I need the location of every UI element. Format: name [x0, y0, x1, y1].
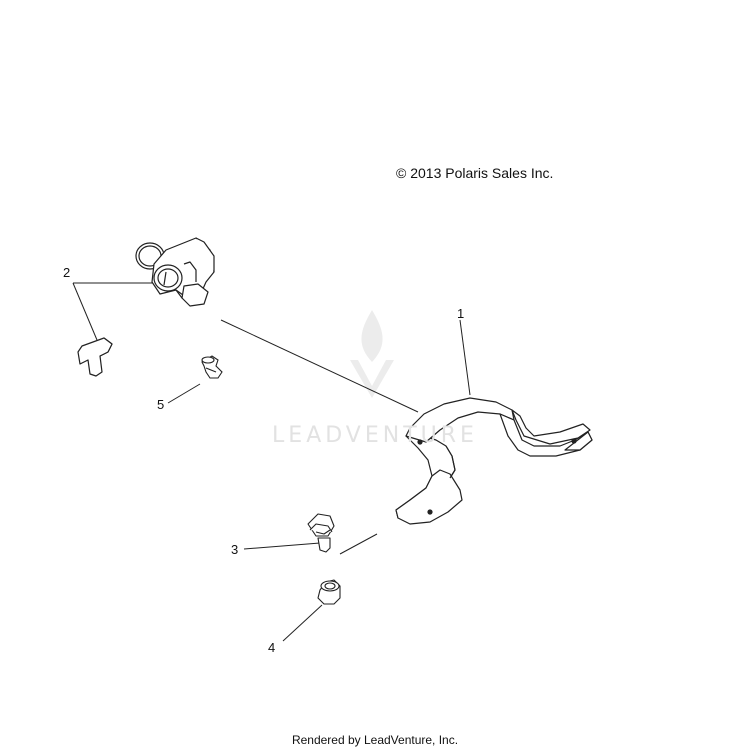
bolt-part-5 — [201, 355, 223, 379]
copyright-notice: © 2013 Polaris Sales Inc. — [396, 165, 554, 181]
callout-3: 3 — [231, 542, 239, 557]
key — [77, 337, 113, 377]
nut-part-4 — [317, 579, 341, 605]
ignition-switch-part-2 — [135, 237, 215, 307]
leader-lines — [72, 282, 471, 642]
bracket-part-1 — [395, 397, 593, 525]
callout-2: 2 — [63, 265, 71, 280]
watermark-text: LEADVENTURE — [272, 423, 478, 448]
callout-4: 4 — [268, 640, 276, 655]
callout-5: 5 — [157, 397, 165, 412]
callout-1: 1 — [457, 306, 465, 321]
watermark-logo — [350, 310, 394, 398]
bolt-part-3 — [307, 513, 335, 553]
footer-credit: Rendered by LeadVenture, Inc. — [291, 733, 459, 747]
